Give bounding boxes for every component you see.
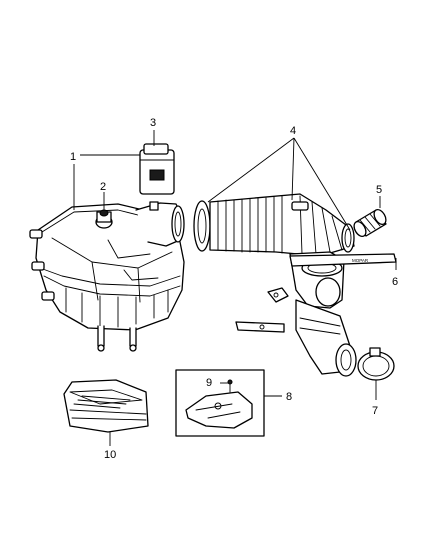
screw-fastener[interactable]	[227, 379, 233, 393]
housing-sensor-port[interactable]	[95, 209, 113, 229]
callout-2: 2	[100, 181, 106, 193]
callout-7: 7	[372, 405, 378, 417]
hose-connector[interactable]	[352, 208, 389, 239]
leader-lines	[73, 130, 397, 446]
lower-intake-elbow[interactable]	[267, 251, 357, 377]
mass-air-flow-sensor[interactable]	[139, 143, 175, 195]
mounting-bracket[interactable]	[185, 391, 253, 429]
callout-5: 5	[376, 184, 382, 196]
callout-10: 10	[104, 449, 116, 461]
loose-clip[interactable]	[235, 321, 285, 333]
air-filter-element[interactable]	[63, 379, 149, 433]
air-inlet-duct[interactable]	[193, 193, 355, 257]
callout-8: 8	[286, 391, 292, 403]
callout-3: 3	[150, 117, 156, 129]
duct-strap[interactable]: MOPAR	[289, 253, 397, 267]
air-cleaner-housing[interactable]	[29, 201, 185, 352]
callout-9: 9	[206, 377, 212, 389]
callout-labels: 1 2 3 4 5 6 7 8 9 10	[70, 117, 398, 461]
callout-4: 4	[290, 125, 296, 137]
strap-label: MOPAR	[352, 258, 369, 263]
callout-6: 6	[392, 276, 398, 288]
callout-1: 1	[70, 151, 76, 163]
hose-clamp[interactable]	[357, 347, 395, 381]
